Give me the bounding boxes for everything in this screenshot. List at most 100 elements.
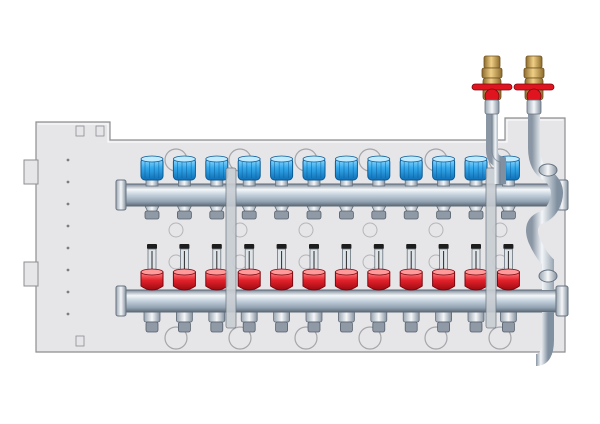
flowmeter-body-top <box>237 268 261 276</box>
plate-hole <box>66 312 70 316</box>
flowmeter-body-top <box>270 268 294 276</box>
flowmeter-cap <box>373 244 384 249</box>
flowmeter-body <box>270 271 294 291</box>
loop-guide <box>362 222 378 238</box>
flowmeter-body-top <box>432 268 456 276</box>
plate-hole <box>66 180 70 184</box>
plate-hole <box>66 268 70 272</box>
ball-valves <box>471 55 555 115</box>
plate-mounting-holes <box>66 158 70 316</box>
return-manifold-bar <box>121 289 569 313</box>
outlet-eurocone <box>242 321 256 333</box>
outlet-eurocone <box>210 321 224 333</box>
supply-valve-caps <box>140 155 520 187</box>
valve-thread <box>483 55 501 69</box>
flowmeter-body-top <box>399 268 423 276</box>
blue-valve-cap-top <box>334 155 358 163</box>
outlet-eurocone <box>437 321 451 333</box>
outlet-nut <box>403 210 419 220</box>
flowmeter-cap <box>341 244 352 249</box>
flowmeter-body <box>334 271 358 291</box>
supply-manifold-bar <box>121 183 569 207</box>
flowmeter-cap <box>179 244 190 249</box>
blue-valve-cap-top <box>432 155 456 163</box>
flowmeter-body-top <box>334 268 358 276</box>
flowmeter-body-top <box>367 268 391 276</box>
loop-guide <box>294 326 318 350</box>
flowmeter-body-top <box>205 268 229 276</box>
loop-guide <box>168 222 184 238</box>
blue-valve-cap-top <box>205 155 229 163</box>
return-connection <box>526 112 563 366</box>
valve-union <box>484 99 500 115</box>
loop-guide <box>164 326 188 350</box>
outlet-nut <box>274 210 290 220</box>
outlet-nut <box>468 210 484 220</box>
flowmeters <box>140 244 520 291</box>
flowmeter-cap <box>503 244 514 249</box>
outlet-nut <box>176 210 192 220</box>
mounting-brackets <box>225 167 497 329</box>
outlet-nut <box>436 210 452 220</box>
plate-hole <box>66 224 70 228</box>
flowmeter-cap <box>309 244 319 249</box>
flowmeter-cap <box>406 244 417 249</box>
outlet-nut <box>371 210 387 220</box>
plate-hole <box>66 290 70 294</box>
flowmeter-cap <box>211 244 222 249</box>
outlet-eurocone <box>145 321 159 333</box>
flowmeter-cap <box>147 244 157 249</box>
blue-valve-cap-top <box>302 155 326 163</box>
flowmeter-body-top <box>302 268 326 276</box>
blue-valve-cap-top <box>140 155 164 163</box>
outlet-eurocone <box>372 321 386 333</box>
plate-hole <box>66 246 70 250</box>
outlet-eurocone <box>307 321 321 333</box>
blue-valve-cap-top <box>172 155 196 163</box>
flowmeter-body-top <box>140 268 164 276</box>
loop-guide <box>228 326 252 350</box>
blue-valve-cap-top <box>270 155 294 163</box>
outlet-eurocone <box>404 321 418 333</box>
flowmeter-cap <box>438 244 449 249</box>
valve-nut <box>523 67 545 79</box>
flowmeter-cap <box>471 244 481 249</box>
return-end-cap-left <box>115 285 127 317</box>
flowmeter-body-top <box>172 268 196 276</box>
flowmeter-body <box>172 271 196 291</box>
outlet-eurocone <box>469 321 483 333</box>
blue-valve-cap-top <box>237 155 261 163</box>
valve-nut <box>481 67 503 79</box>
outlet-nut <box>241 210 257 220</box>
flowmeter-body <box>399 271 423 291</box>
blue-valve-cap-top <box>464 155 488 163</box>
flowmeter-body <box>140 271 164 291</box>
flowmeter-body-top <box>496 268 520 276</box>
outlet-eurocone <box>501 321 515 333</box>
outlet-eurocone <box>177 321 191 333</box>
blue-valve-cap-top <box>399 155 423 163</box>
outlet-nut <box>338 210 354 220</box>
outlet-nut <box>500 210 516 220</box>
loop-guide <box>358 326 382 350</box>
supply-connection <box>486 112 506 184</box>
flowmeter-body <box>237 271 261 291</box>
plate-hole <box>66 158 70 162</box>
supply-end-cap-left <box>115 179 127 211</box>
flowmeter-cap <box>244 244 255 249</box>
blue-valve-cap-top <box>367 155 391 163</box>
valve-thread <box>525 55 543 69</box>
return-end-cap-right <box>555 285 569 317</box>
flowmeter-body <box>432 271 456 291</box>
flowmeter-body <box>302 271 326 291</box>
outlet-eurocone <box>339 321 353 333</box>
outlet-nut <box>209 210 225 220</box>
flowmeter-cap <box>276 244 287 249</box>
outlet-nut <box>144 210 160 220</box>
loop-guide <box>298 222 314 238</box>
loop-guide <box>428 222 444 238</box>
valve-union <box>526 99 542 115</box>
loop-guide <box>488 326 512 350</box>
loop-guide <box>424 326 448 350</box>
